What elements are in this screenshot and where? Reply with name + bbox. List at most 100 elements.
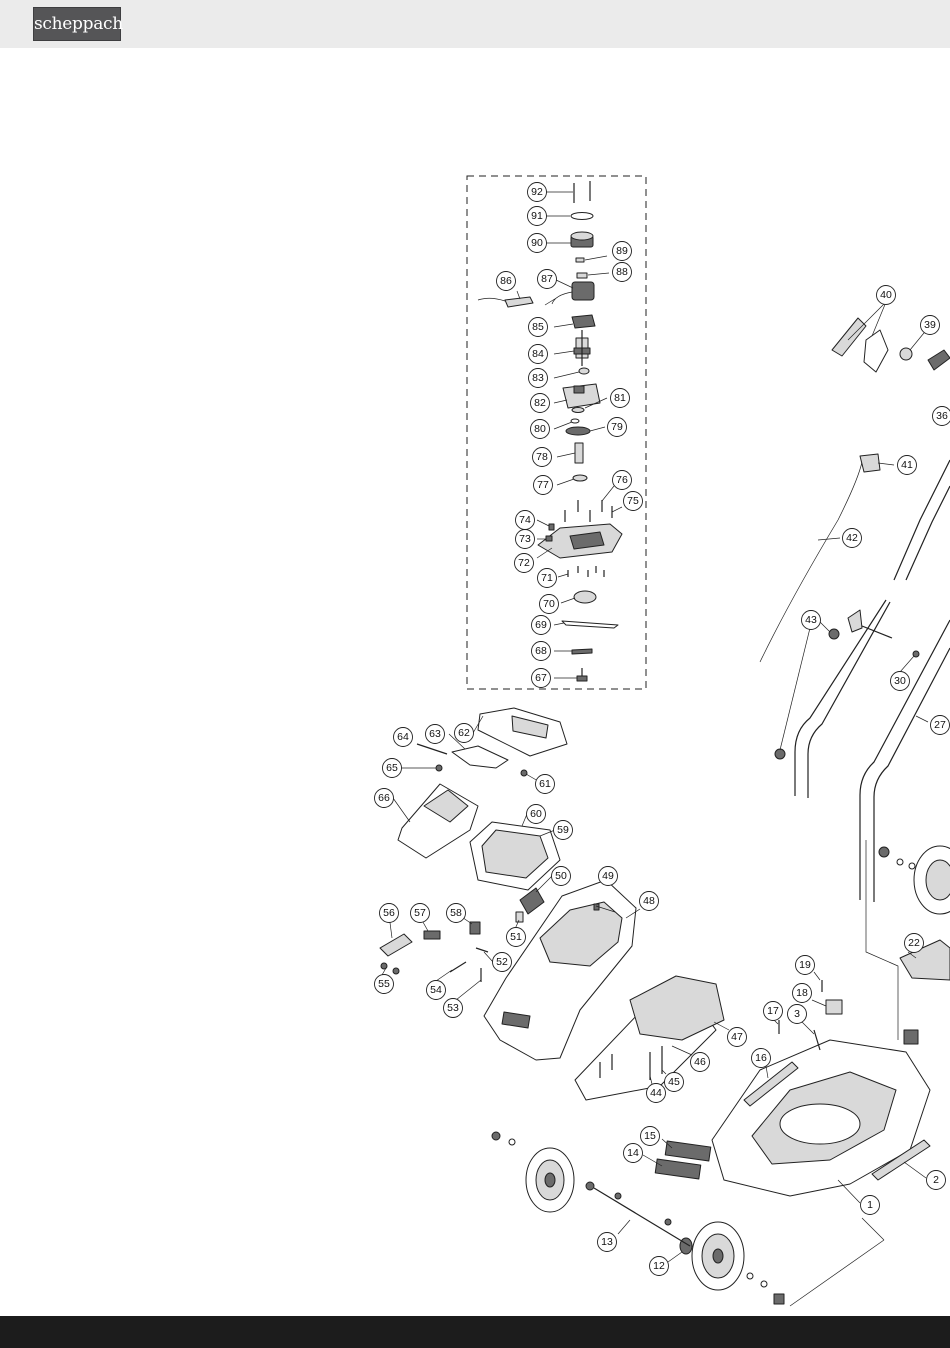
callout-59: 59 — [554, 821, 573, 840]
svg-text:51: 51 — [510, 931, 522, 943]
svg-text:44: 44 — [650, 1087, 662, 1099]
callout-75: 75 — [624, 492, 643, 511]
callout-83: 83 — [529, 369, 548, 388]
callout-80: 80 — [531, 420, 550, 439]
svg-text:47: 47 — [731, 1031, 743, 1043]
svg-text:67: 67 — [535, 672, 547, 684]
callout-39: 39 — [921, 316, 940, 335]
svg-text:62: 62 — [458, 727, 470, 739]
svg-text:72: 72 — [518, 557, 530, 569]
callout-60: 60 — [527, 805, 546, 824]
svg-text:14: 14 — [627, 1147, 639, 1159]
callout-46: 46 — [691, 1053, 710, 1072]
svg-text:55: 55 — [378, 978, 390, 990]
callout-87: 87 — [538, 270, 557, 289]
callout-55: 55 — [375, 975, 394, 994]
svg-text:27: 27 — [934, 719, 946, 731]
svg-text:59: 59 — [557, 824, 569, 836]
callout-45: 45 — [665, 1073, 684, 1092]
svg-text:16: 16 — [755, 1052, 767, 1064]
callout-90: 90 — [528, 234, 547, 253]
callout-22: 22 — [905, 934, 924, 953]
callout-61: 61 — [536, 775, 555, 794]
svg-text:53: 53 — [447, 1002, 459, 1014]
callout-48: 48 — [640, 892, 659, 911]
wheel-front-left — [692, 1222, 744, 1290]
svg-text:22: 22 — [908, 937, 920, 949]
callout-84: 84 — [529, 345, 548, 364]
callout-91: 91 — [528, 207, 547, 226]
callout-17: 17 — [764, 1002, 783, 1021]
callout-52: 52 — [493, 953, 512, 972]
callout-56: 56 — [380, 904, 399, 923]
svg-text:66: 66 — [378, 792, 390, 804]
callout-66: 66 — [375, 789, 394, 808]
svg-text:69: 69 — [535, 619, 547, 631]
svg-text:86: 86 — [500, 275, 512, 287]
svg-text:13: 13 — [601, 1236, 613, 1248]
svg-text:80: 80 — [534, 423, 546, 435]
callout-53: 53 — [444, 999, 463, 1018]
svg-text:3: 3 — [794, 1008, 800, 1020]
svg-text:65: 65 — [386, 762, 398, 774]
svg-text:42: 42 — [846, 532, 858, 544]
callout-1: 1 — [861, 1196, 880, 1215]
callout-3: 3 — [788, 1005, 807, 1024]
svg-text:1: 1 — [867, 1199, 873, 1211]
callout-2: 2 — [927, 1171, 946, 1190]
svg-text:92: 92 — [531, 186, 543, 198]
wheel-right — [914, 846, 950, 914]
svg-text:30: 30 — [894, 675, 906, 687]
callout-19: 19 — [796, 956, 815, 975]
handle-parts — [760, 318, 950, 1040]
callout-81: 81 — [611, 389, 630, 408]
callout-58: 58 — [447, 904, 466, 923]
svg-text:64: 64 — [397, 731, 409, 743]
svg-text:17: 17 — [767, 1005, 779, 1017]
svg-text:73: 73 — [519, 533, 531, 545]
svg-text:85: 85 — [532, 321, 544, 333]
svg-text:58: 58 — [450, 907, 462, 919]
svg-text:39: 39 — [924, 319, 936, 331]
svg-text:43: 43 — [805, 614, 817, 626]
svg-text:79: 79 — [611, 421, 623, 433]
svg-text:81: 81 — [614, 392, 626, 404]
callout-41: 41 — [898, 456, 917, 475]
svg-text:19: 19 — [799, 959, 811, 971]
svg-text:88: 88 — [616, 266, 628, 278]
svg-text:40: 40 — [880, 289, 892, 301]
callout-50: 50 — [552, 867, 571, 886]
callout-64: 64 — [394, 728, 413, 747]
svg-text:49: 49 — [602, 870, 614, 882]
callout-18: 18 — [793, 984, 812, 1003]
callout-51: 51 — [507, 928, 526, 947]
svg-text:90: 90 — [531, 237, 543, 249]
callout-40: 40 — [877, 286, 896, 305]
svg-text:12: 12 — [653, 1260, 665, 1272]
svg-text:63: 63 — [429, 728, 441, 740]
svg-text:75: 75 — [627, 495, 639, 507]
callout-68: 68 — [532, 642, 551, 661]
callout-89: 89 — [613, 242, 632, 261]
svg-text:76: 76 — [616, 474, 628, 486]
svg-text:74: 74 — [519, 514, 531, 526]
callout-57: 57 — [411, 904, 430, 923]
callout-67: 67 — [532, 669, 551, 688]
svg-text:57: 57 — [414, 907, 426, 919]
callout-63: 63 — [426, 725, 445, 744]
svg-text:41: 41 — [901, 459, 913, 471]
callout-12: 12 — [650, 1257, 669, 1276]
callout-49: 49 — [599, 867, 618, 886]
svg-text:70: 70 — [543, 598, 555, 610]
svg-text:61: 61 — [539, 778, 551, 790]
svg-text:45: 45 — [668, 1076, 680, 1088]
svg-text:60: 60 — [530, 808, 542, 820]
callout-62: 62 — [455, 724, 474, 743]
callout-78: 78 — [533, 448, 552, 467]
callout-14: 14 — [624, 1144, 643, 1163]
callout-86: 86 — [497, 272, 516, 291]
svg-text:89: 89 — [616, 245, 628, 257]
callout-36: 36 — [933, 407, 950, 426]
callout-76: 76 — [613, 471, 632, 490]
svg-text:68: 68 — [535, 645, 547, 657]
